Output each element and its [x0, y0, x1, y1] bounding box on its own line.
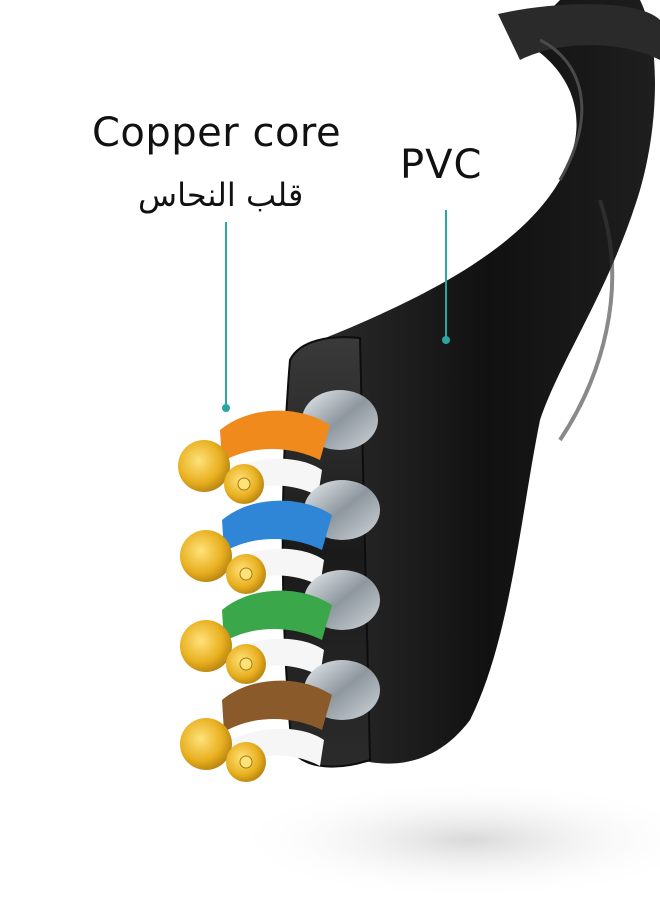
floor-shadow — [230, 780, 660, 900]
wire-pair-orange — [178, 390, 378, 504]
leader-lines — [222, 210, 450, 412]
pvc-label: PVC — [400, 142, 483, 188]
wire-pair-blue — [180, 480, 380, 594]
cable-jacket — [320, 0, 660, 764]
wire-pair-green — [180, 570, 380, 684]
copper-core-label: Copper core — [92, 110, 342, 156]
wire-pair-brown — [180, 660, 380, 782]
copper-core-label-arabic: قلب النحاس — [138, 176, 304, 214]
